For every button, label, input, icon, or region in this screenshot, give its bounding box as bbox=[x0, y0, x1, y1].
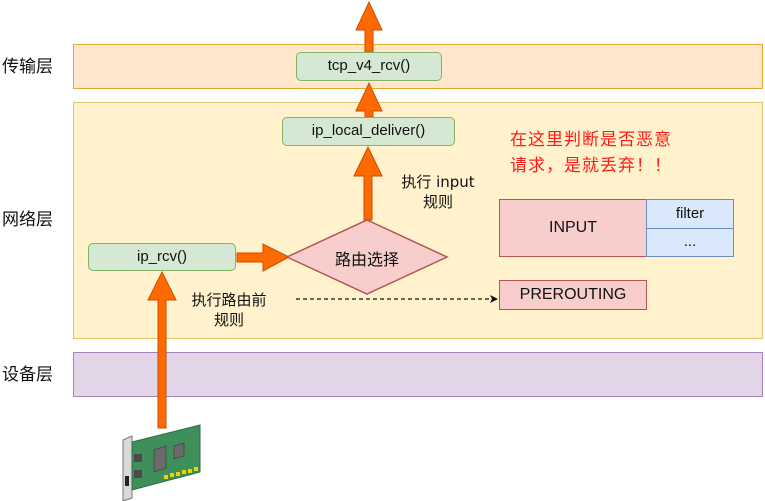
device-layer-band bbox=[73, 352, 763, 397]
input-rule-line1: 执行 input bbox=[401, 173, 475, 191]
arrow-up-to-ip-rcv-icon bbox=[147, 270, 177, 429]
ip-rcv-box: ip_rcv() bbox=[88, 243, 236, 271]
table-more-cell: ... bbox=[646, 228, 734, 257]
layer-label-transport: 传输层 bbox=[2, 57, 53, 77]
layer-label-network: 网络层 bbox=[2, 210, 53, 230]
arrow-up-to-local-deliver-icon bbox=[353, 145, 383, 221]
input-chain-box: INPUT bbox=[499, 199, 647, 257]
preroute-rule-line1: 执行路由前 bbox=[191, 291, 267, 309]
input-rule-note: 执行 input 规则 bbox=[388, 172, 488, 212]
input-rule-line2: 规则 bbox=[422, 193, 453, 211]
warning-line1: 在这里判断是否恶意 bbox=[510, 130, 672, 150]
warning-line2: 请求，是就丢弃！！ bbox=[510, 156, 672, 176]
prerouting-chain-box: PREROUTING bbox=[499, 280, 647, 310]
arrow-right-to-routing-icon bbox=[236, 243, 291, 272]
preroute-rule-line2: 规则 bbox=[213, 311, 244, 329]
malicious-check-warning: 在这里判断是否恶意 请求，是就丢弃！！ bbox=[510, 127, 740, 179]
layer-label-device: 设备层 bbox=[2, 365, 53, 385]
network-card-icon bbox=[122, 424, 201, 501]
tcp-v4-rcv-box: tcp_v4_rcv() bbox=[296, 52, 442, 81]
arrow-up-to-tcp-icon bbox=[355, 81, 383, 118]
routing-decision-diamond bbox=[285, 219, 449, 295]
routing-decision-label: 路由选择 bbox=[334, 250, 399, 269]
preroute-rule-note: 执行路由前 规则 bbox=[174, 290, 284, 330]
ip-local-deliver-box: ip_local_deliver() bbox=[282, 117, 455, 146]
arrow-up-out-icon bbox=[355, 0, 383, 53]
dashed-arrow-to-prerouting-icon bbox=[296, 295, 498, 303]
table-filter-cell: filter bbox=[646, 199, 734, 229]
